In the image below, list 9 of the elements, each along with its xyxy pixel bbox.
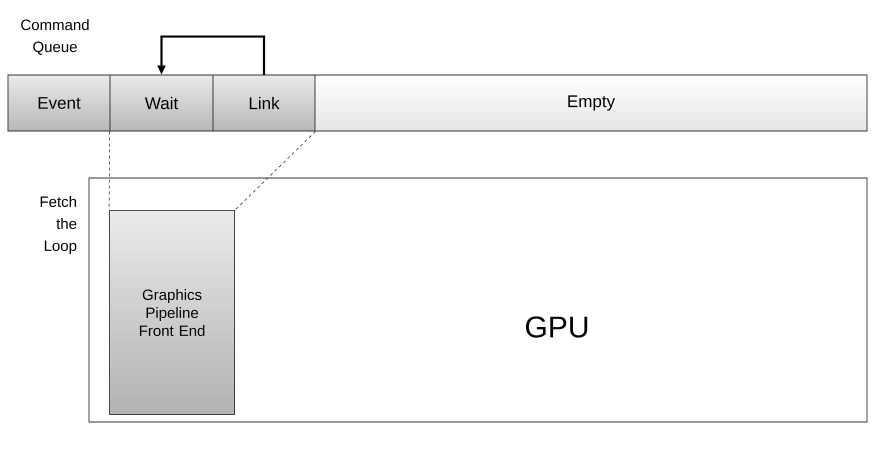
queue-cell: Wait bbox=[110, 74, 214, 132]
text-label: Fetch the Loop bbox=[40, 196, 76, 254]
dashed-line bbox=[234, 131, 316, 210]
queue-cell: Event bbox=[8, 74, 110, 132]
text-label: Command Queue bbox=[21, 19, 89, 55]
dashed-line bbox=[108, 131, 110, 210]
gpu-label: GPU bbox=[526, 316, 588, 338]
queue-cell: Link bbox=[212, 74, 316, 132]
process-box: Graphics Pipeline Front End bbox=[109, 210, 235, 415]
